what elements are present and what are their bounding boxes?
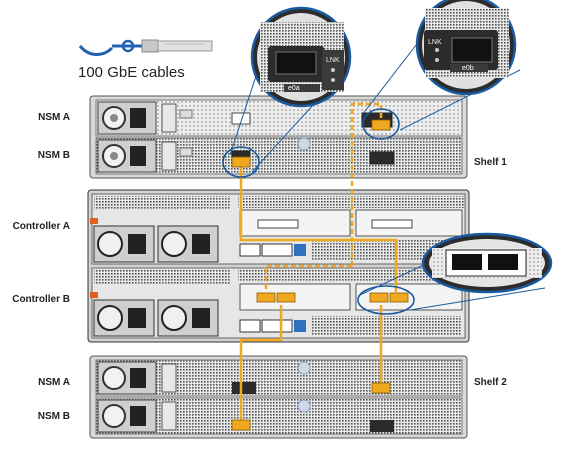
label-nsm-b-bottom: NSM B: [37, 411, 70, 422]
cable-legend-caption: 100 GbE cables: [78, 64, 185, 81]
label-nsm-a-top: NSM A: [38, 112, 70, 123]
small-callout-rings: [222, 108, 415, 315]
callout-right-port: e0b: [462, 65, 474, 72]
cable-legend-icon: [78, 39, 213, 56]
label-nsm-b-top: NSM B: [37, 150, 70, 161]
callout-left-magnifier: [250, 6, 352, 108]
label-shelf-2: Shelf 2: [474, 377, 507, 388]
callout-left-port: e0a: [288, 85, 300, 92]
callout-right-magnifier: [415, 0, 517, 96]
label-shelf-1: Shelf 1: [474, 157, 507, 168]
cables: [239, 102, 398, 420]
shelf-2-chassis: [89, 355, 468, 439]
callout-left-lnk: LNK: [326, 57, 340, 64]
cable-connectors: [231, 119, 409, 431]
shelf-1-chassis: [89, 95, 468, 179]
label-nsm-a-bottom: NSM A: [38, 377, 70, 388]
label-controller-a: Controller A: [12, 221, 70, 232]
label-controller-b: Controller B: [12, 294, 70, 305]
callout-right-lnk: LNK: [428, 39, 442, 46]
callout-controller-magnifier: [421, 232, 553, 294]
